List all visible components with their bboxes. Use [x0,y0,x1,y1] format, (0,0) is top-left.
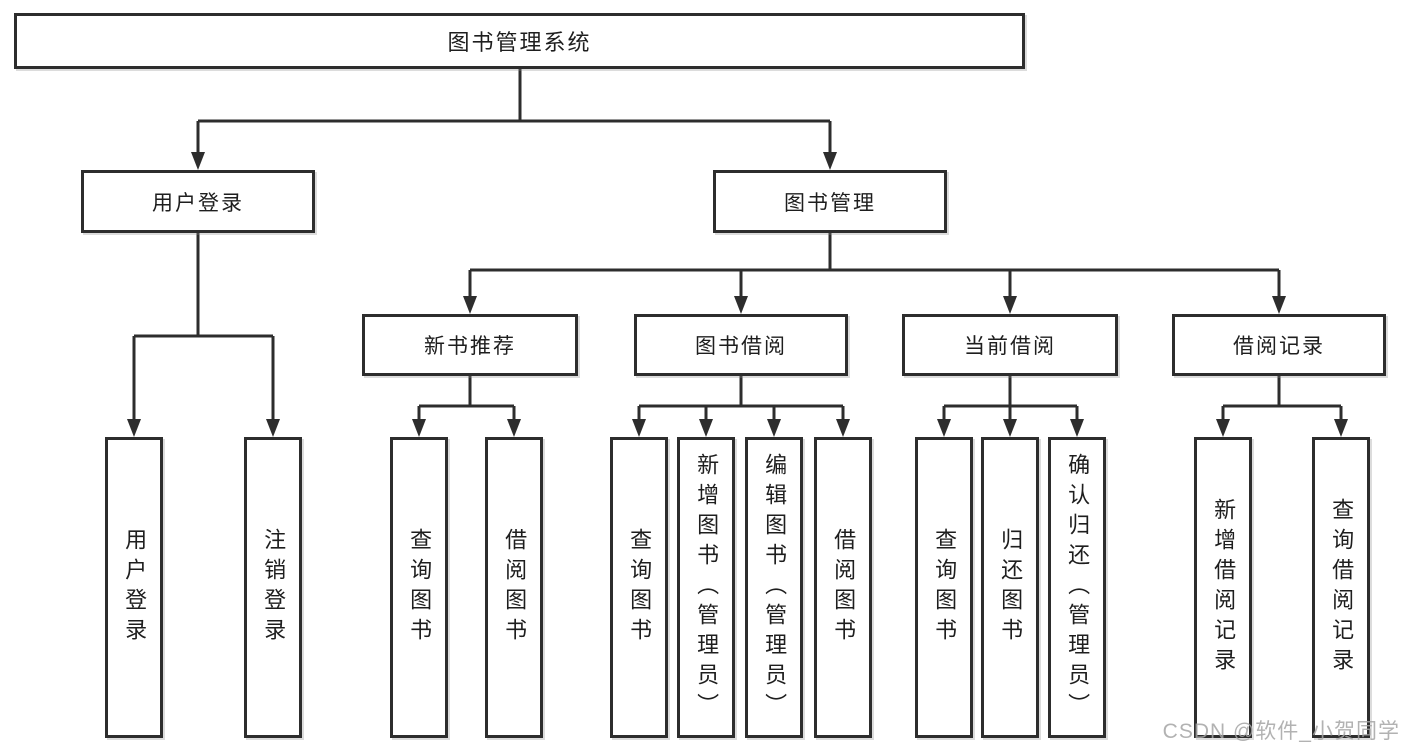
csdn-watermark: CSDN @软件_小贺同学 [1162,720,1400,743]
node-label: 图书管理系统 [447,30,592,55]
arrowhead-icons [127,152,1348,437]
node-label: 归还图书 [998,527,1024,648]
node-label: 查询图书 [407,527,433,648]
leaf-confirm-return-admin: 确认归还（管理员） [1048,437,1106,738]
leaf-user-login: 用户登录 [105,437,163,738]
node-label: 新书推荐 [424,335,516,358]
node-user-login: 用户登录 [81,170,315,233]
node-label: 图书借阅 [695,335,787,358]
node-book-borrowing: 图书借阅 [634,314,848,376]
node-current-borrowing: 当前借阅 [902,314,1118,376]
leaf-query-books: 查询图书 [915,437,973,738]
leaf-edit-books-admin: 编辑图书（管理员） [745,437,803,738]
node-label: 查询图书 [932,527,958,648]
leaf-add-books-admin: 新增图书（管理员） [677,437,735,738]
leaf-query-books: 查询图书 [610,437,668,738]
node-label: 新增借阅记录 [1211,497,1237,678]
node-label: 用户登录 [122,527,148,648]
node-borrowing-records: 借阅记录 [1172,314,1386,376]
connector-paths [132,68,1343,422]
node-label: 借阅图书 [502,527,528,648]
node-label: 确认归还（管理员） [1065,452,1091,723]
node-label: 查询图书 [627,527,653,648]
node-label: 注销登录 [261,527,287,648]
leaf-logout: 注销登录 [244,437,302,738]
node-new-book-recommendation: 新书推荐 [362,314,578,376]
node-label: 借阅图书 [831,527,857,648]
node-book-management: 图书管理 [713,170,947,233]
leaf-borrow-books: 借阅图书 [814,437,872,738]
node-label: 当前借阅 [964,335,1056,358]
node-label: 用户登录 [152,191,244,215]
node-label: 编辑图书（管理员） [762,452,788,723]
leaf-add-borrow-record: 新增借阅记录 [1194,437,1252,738]
node-library-management-system: 图书管理系统 [14,13,1025,69]
node-label: 查询借阅记录 [1329,497,1355,678]
leaf-return-books: 归还图书 [981,437,1039,738]
leaf-query-borrow-record: 查询借阅记录 [1312,437,1370,738]
leaf-borrow-books: 借阅图书 [485,437,543,738]
node-label: 新增图书（管理员） [694,452,720,723]
node-label: 图书管理 [784,191,876,215]
leaf-query-books: 查询图书 [390,437,448,738]
node-label: 借阅记录 [1233,335,1325,358]
